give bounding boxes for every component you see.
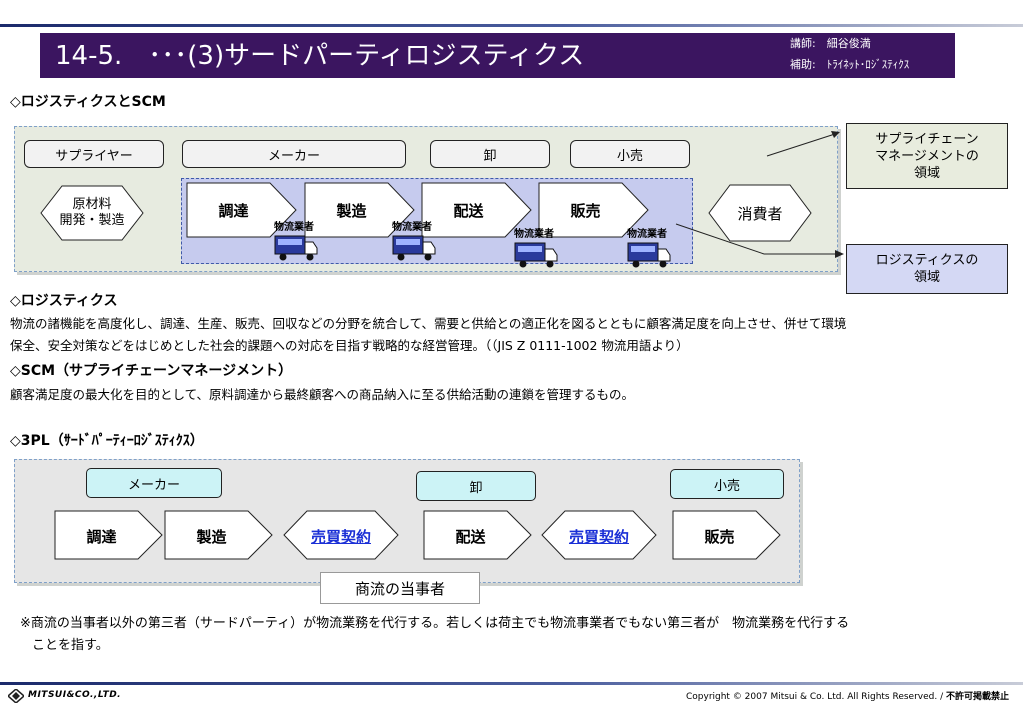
3pl-sales-label: 販売 <box>704 528 735 546</box>
3pl-contract-arrow-2 <box>541 510 657 560</box>
step-arrow-sales <box>538 182 649 238</box>
truck-2-label: 物流業者 <box>392 222 432 233</box>
3pl-arrow-manufacturing <box>164 510 273 560</box>
3pl-manufacturing-label: 製造 <box>196 528 227 546</box>
3pl-maker-box: メーカー <box>86 468 222 498</box>
note-line1: ※商流の当事者以外の第三者（サードパーティ）が物流業務を代行する。若しくは荷主で… <box>20 616 850 631</box>
logistics-definition-line1: 物流の諸機能を高度化し、調達、生産、販売、回収などの分野を統合して、需要と供給と… <box>10 316 847 331</box>
3pl-arrow-delivery <box>423 510 532 560</box>
truck-4-label: 物流業者 <box>627 229 667 240</box>
3pl-contract-arrow-1 <box>283 510 399 560</box>
truck-3-label: 物流業者 <box>514 229 554 240</box>
top-rule <box>0 24 1023 27</box>
page-title: 14-5. ･･･(3)サードパーティロジスティクス <box>55 41 585 71</box>
wholesale-box: 卸 <box>430 140 550 168</box>
lecturer-label: 講師: 細谷俊満 <box>790 37 871 50</box>
logistics-definition-line2: 保全、安全対策などをはじめとした社会的課題への対応を目指す戦略的な経営管理。（（… <box>10 338 689 353</box>
truck-1-label: 物流業者 <box>274 222 314 233</box>
3pl-contract-label-1: 売買契約 <box>310 528 371 546</box>
logistics-domain-box: ロジスティクスの領域 <box>846 244 1008 294</box>
truck-4: 物流業者 <box>621 229 673 269</box>
truck-icon <box>392 235 436 261</box>
section-heading-3pl: ◇3PL（ｻｰﾄﾞﾊﾟｰﾃｨｰﾛｼﾞｽﾃｨｸｽ） <box>10 433 204 449</box>
copyright-text: Copyright © 2007 Mitsui & Co. Ltd. All R… <box>686 689 1009 702</box>
3pl-arrow-sales <box>672 510 781 560</box>
copyright-label: Copyright © 2007 Mitsui & Co. Ltd. All R… <box>685 692 946 702</box>
consumer-label: 消費者 <box>737 205 783 223</box>
title-bar <box>40 33 955 78</box>
section-heading-logistics-scm: ◇ロジスティクスとSCM <box>10 94 166 110</box>
footer-rule <box>0 682 1023 685</box>
step-manufacturing-label: 製造 <box>336 202 367 220</box>
truck-2: 物流業者 <box>386 222 438 262</box>
step-arrow-delivery <box>421 182 532 238</box>
mitsui-logo-icon <box>8 689 24 703</box>
scm-domain-box: サプライチェーンマネージメントの領域 <box>846 123 1008 189</box>
section-heading-logistics: ◇ロジスティクス <box>10 293 118 309</box>
step-delivery-label: 配送 <box>453 202 484 220</box>
scm-definition-line1: 顧客満足度の最大化を目的として、原料調達から最終顧客への商品納入に至る供給活動の… <box>10 387 635 402</box>
truck-icon <box>514 242 558 268</box>
company-logo-text: MITSUI&CO.,LTD. <box>28 690 122 700</box>
3pl-wholesale-box: 卸 <box>416 471 536 501</box>
domain-arrows <box>675 131 844 258</box>
3pl-arrow-procurement <box>54 510 163 560</box>
assistant-label: 補助: ﾄﾗｲﾈｯﾄ･ﾛｼﾞｽﾃｨｸｽ <box>790 58 910 71</box>
truck-icon <box>627 242 671 268</box>
3pl-contract-label-2: 売買契約 <box>568 528 629 546</box>
raw-material-hexagon <box>40 185 144 241</box>
truck-3: 物流業者 <box>508 229 560 269</box>
step-arrow-procurement <box>186 182 297 238</box>
supplier-box: サプライヤー <box>24 140 164 168</box>
truck-1: 物流業者 <box>268 222 320 262</box>
note-line2: ことを指す。 <box>32 638 109 653</box>
consumer-hexagon <box>708 184 812 242</box>
retail-box: 小売 <box>570 140 690 168</box>
3pl-delivery-label: 配送 <box>455 528 486 546</box>
3pl-retail-box: 小売 <box>670 469 784 499</box>
commerce-party-label: 商流の当事者 <box>320 572 480 604</box>
step-arrow-manufacturing <box>304 182 415 238</box>
step-sales-label: 販売 <box>570 202 601 220</box>
3pl-procurement-label: 調達 <box>86 528 117 546</box>
truck-icon <box>274 235 318 261</box>
step-procurement-label: 調達 <box>218 202 249 220</box>
maker-box: メーカー <box>182 140 406 168</box>
section-heading-scm: ◇SCM（サプライチェーンマネージメント） <box>10 363 293 379</box>
raw-material-label: 原材料開発・製造 <box>59 197 125 228</box>
no-reprint-notice: 不許可掲載禁止 <box>945 692 1009 702</box>
